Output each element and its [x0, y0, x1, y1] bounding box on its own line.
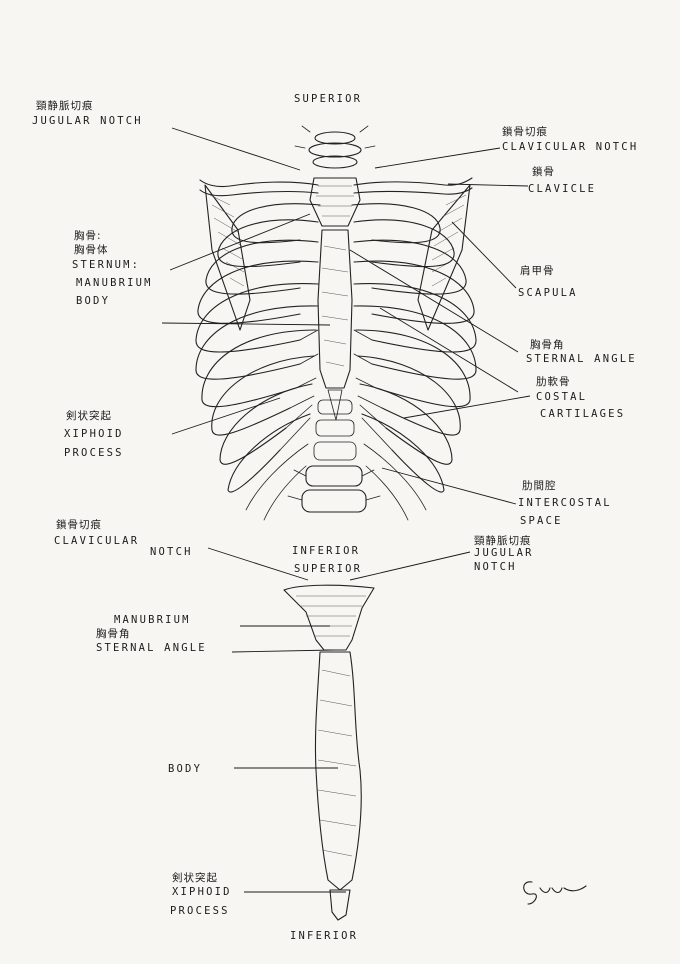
label-sv-sternal-angle: STERNAL ANGLE [96, 642, 207, 654]
scapula-left [204, 184, 251, 331]
label-cartilages: CARTILAGES [540, 408, 626, 420]
label-jugular-notch-jp: 頸静脈切痕 [36, 100, 94, 112]
ribs-left [195, 203, 321, 521]
artist-signature [523, 881, 587, 905]
label-sv-sternal-angle-jp: 胸骨角 [96, 628, 131, 640]
scapula-right [417, 184, 471, 331]
label-jugular-notch: JUGULAR NOTCH [32, 115, 143, 127]
label-sv-jugular: JUGULAR [474, 547, 534, 559]
rib-cage-drawing [195, 125, 477, 521]
label-sternal-angle-jp: 胸骨角 [530, 339, 565, 351]
label-sternum-jp-2: 胸骨体 [74, 244, 109, 256]
label-inferior-thorax: INFERIOR [292, 545, 361, 557]
label-scapula: SCAPULA [518, 287, 578, 299]
label-sv-inferior: INFERIOR [290, 930, 359, 942]
label-process: PROCESS [64, 447, 124, 459]
label-xiphoid: XIPHOID [64, 428, 124, 440]
label-sv-process: PROCESS [170, 905, 230, 917]
label-body: BODY [76, 295, 111, 307]
leader-lines [161, 127, 531, 893]
label-clavicular-notch-jp: 鎖骨切痕 [502, 126, 548, 138]
label-costal: COSTAL [536, 391, 588, 403]
label-sv-xiphoid: XIPHOID [172, 886, 232, 898]
cervical-vertebrae [294, 125, 376, 169]
label-intercostal: INTERCOSTAL [518, 497, 612, 509]
label-space: SPACE [520, 515, 563, 527]
label-sv-jugular-notch-jp: 頸静脈切痕 [474, 535, 532, 547]
isolated-sternum-drawing [283, 584, 375, 921]
lower-vertebrae [287, 399, 381, 513]
label-sternum-jp-1: 胸骨: [74, 230, 102, 242]
label-sv-clavicular-notch-jp: 鎖骨切痕 [56, 519, 102, 531]
label-sv-notch: NOTCH [150, 546, 193, 558]
label-costal-jp: 肋軟骨 [536, 376, 571, 388]
label-sternal-angle: STERNAL ANGLE [526, 353, 637, 365]
label-sv-body: BODY [168, 763, 203, 775]
label-intercostal-jp: 肋間腔 [522, 480, 557, 492]
label-sv-notch-2: NOTCH [474, 561, 517, 573]
label-sv-xiphoid-jp: 剣状突起 [172, 872, 218, 884]
clavicle-left [199, 179, 319, 197]
label-clavicle: CLAVICLE [528, 183, 597, 195]
sternum-in-cage [309, 177, 361, 421]
label-xiphoid-jp: 剣状突起 [66, 410, 112, 422]
label-sv-manubrium: MANUBRIUM [114, 614, 191, 626]
label-clavicle-jp: 鎖骨 [532, 166, 555, 178]
label-superior-top: SUPERIOR [294, 93, 363, 105]
label-clavicular-notch: CLAVICULAR NOTCH [502, 141, 639, 153]
label-scapula-jp: 肩甲骨 [520, 265, 555, 277]
clavicle-right [353, 177, 473, 195]
label-sv-superior: SUPERIOR [294, 563, 363, 575]
label-manubrium: MANUBRIUM [76, 277, 153, 289]
costal-cartilages [279, 329, 393, 451]
ribs-right [351, 203, 477, 521]
label-sv-clavicular: CLAVICULAR [54, 535, 140, 547]
label-sternum: STERNUM: [72, 259, 141, 271]
